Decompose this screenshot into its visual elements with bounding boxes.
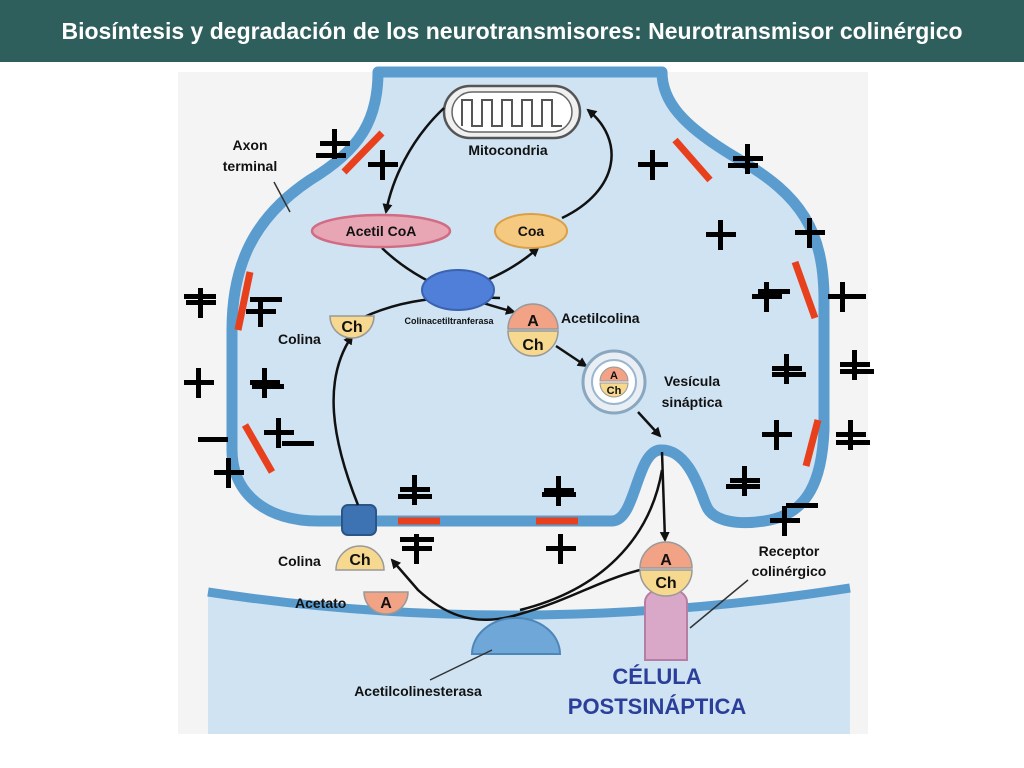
axon-label-line1: Axon: [233, 137, 268, 153]
acetate-molecule: [363, 591, 409, 615]
receptor-label-line1: Receptor: [759, 543, 820, 559]
colina-bottom-label: Colina: [278, 553, 321, 569]
colinacetiltransferasa-label: Colinacetiltranferasa: [404, 316, 494, 326]
axon-terminal: [226, 66, 830, 536]
plus-sign: [544, 476, 574, 506]
plus-sign: [638, 150, 668, 180]
choline-bottom-symbol: Ch: [349, 552, 370, 569]
arrow-coa-to-mito: [561, 108, 613, 220]
plus-sign: [772, 354, 802, 384]
minus-sign: [250, 297, 282, 302]
arrow-vesicle-to-release: [637, 411, 662, 438]
minus-sign: [398, 494, 432, 499]
plus-sign: [752, 282, 782, 312]
colina-top-label: Colina: [278, 331, 321, 347]
choline-molecule-top: [329, 315, 375, 339]
minus-sign: [840, 369, 874, 374]
postsynaptic-label-line2: POSTSINÁPTICA: [568, 694, 747, 719]
title-bar: Biosíntesis y degradación de los neurotr…: [0, 0, 1024, 62]
plus-sign: [186, 288, 216, 318]
plus-sign: [400, 475, 430, 505]
vesicle-a-symbol: A: [610, 370, 618, 382]
vesicula-label-line1: Vesícula: [664, 373, 720, 389]
plus-sign: [546, 534, 576, 564]
minus-sign: [252, 384, 284, 389]
plus-sign: [730, 466, 760, 496]
receptor-a-symbol: A: [660, 552, 672, 569]
postsynaptic-cell: [207, 583, 851, 734]
arrow-choline-reuptake: [332, 334, 360, 506]
acetilcolinesterasa-label: Acetilcolinesterasa: [354, 683, 482, 699]
arrow-ach-to-vesicle: [555, 344, 588, 368]
plus-sign: [368, 150, 398, 180]
ach-ch-symbol: Ch: [522, 337, 543, 354]
receptor-label-line2: colinérgico: [752, 563, 827, 579]
acetilcolinesterasa-enzyme: [470, 617, 562, 655]
minus-sign: [836, 440, 870, 445]
acetilcolina-label: Acetilcolina: [561, 310, 640, 326]
colinacetiltransferasa-enzyme: [421, 269, 495, 311]
membrane-channels: [234, 130, 822, 525]
ach-a-symbol: A: [527, 313, 539, 330]
coa-label: Coa: [518, 223, 545, 239]
plus-sign: [770, 506, 800, 536]
plus-sign: [733, 144, 763, 174]
plus-sign: [762, 420, 792, 450]
arrow-release-to-receptor: [659, 451, 670, 542]
label-pointers: [273, 181, 749, 681]
receptor-ch-symbol: Ch: [655, 575, 676, 592]
choline-transporter: [341, 504, 377, 536]
plus-sign: [184, 368, 214, 398]
acetylcholine-molecule: A Ch: [507, 303, 559, 357]
plus-sign: [836, 420, 866, 450]
arrow-hydrolysis: [390, 558, 641, 622]
pathway-arrows: [332, 107, 670, 622]
page-title: Biosíntesis y degradación de los neurotr…: [61, 18, 963, 44]
acetate-symbol: A: [380, 595, 392, 612]
axon-terminal-membrane: [226, 66, 830, 529]
acetil-coa-molecule: [310, 213, 452, 249]
cholinergic-receptor: A Ch: [639, 541, 693, 661]
minus-sign: [184, 294, 216, 299]
plus-sign: [402, 534, 432, 564]
synaptic-vesicle: A Ch: [581, 349, 647, 415]
minus-sign: [836, 294, 866, 299]
minus-sign: [400, 537, 434, 542]
minus-sign: [772, 372, 806, 377]
minus-sign: [282, 441, 314, 446]
plus-sign: [795, 218, 825, 248]
acetato-label: Acetato: [295, 595, 346, 611]
arrow-mito-to-acetylcoa: [382, 107, 445, 214]
minus-sign: [726, 484, 760, 489]
membrane-charge-signs: [184, 129, 874, 564]
plus-sign: [250, 368, 280, 398]
plus-sign: [840, 350, 870, 380]
mitocondria-label: Mitocondria: [468, 142, 548, 158]
plus-sign: [214, 458, 244, 488]
choline-top-symbol: Ch: [341, 319, 362, 336]
plus-sign: [264, 418, 294, 448]
axon-label-line2: terminal: [223, 158, 277, 174]
acetil-coa-label: Acetil CoA: [346, 223, 417, 239]
minus-sign: [198, 437, 228, 442]
vesicula-label-line2: sináptica: [662, 394, 723, 410]
postsynaptic-label-line1: CÉLULA: [612, 664, 701, 689]
plus-sign: [246, 297, 276, 327]
vesicle-ch-symbol: Ch: [607, 385, 622, 397]
minus-sign: [542, 492, 576, 497]
arrow-release-to-esterase: [519, 469, 664, 612]
minus-sign: [786, 503, 818, 508]
minus-sign: [728, 163, 758, 168]
plus-sign: [706, 220, 736, 250]
minus-sign: [316, 153, 346, 158]
plus-sign: [320, 129, 350, 159]
coa-molecule: [494, 213, 568, 249]
minus-sign: [758, 289, 790, 294]
mitochondria: [442, 84, 582, 140]
choline-molecule-bottom: [335, 545, 385, 571]
